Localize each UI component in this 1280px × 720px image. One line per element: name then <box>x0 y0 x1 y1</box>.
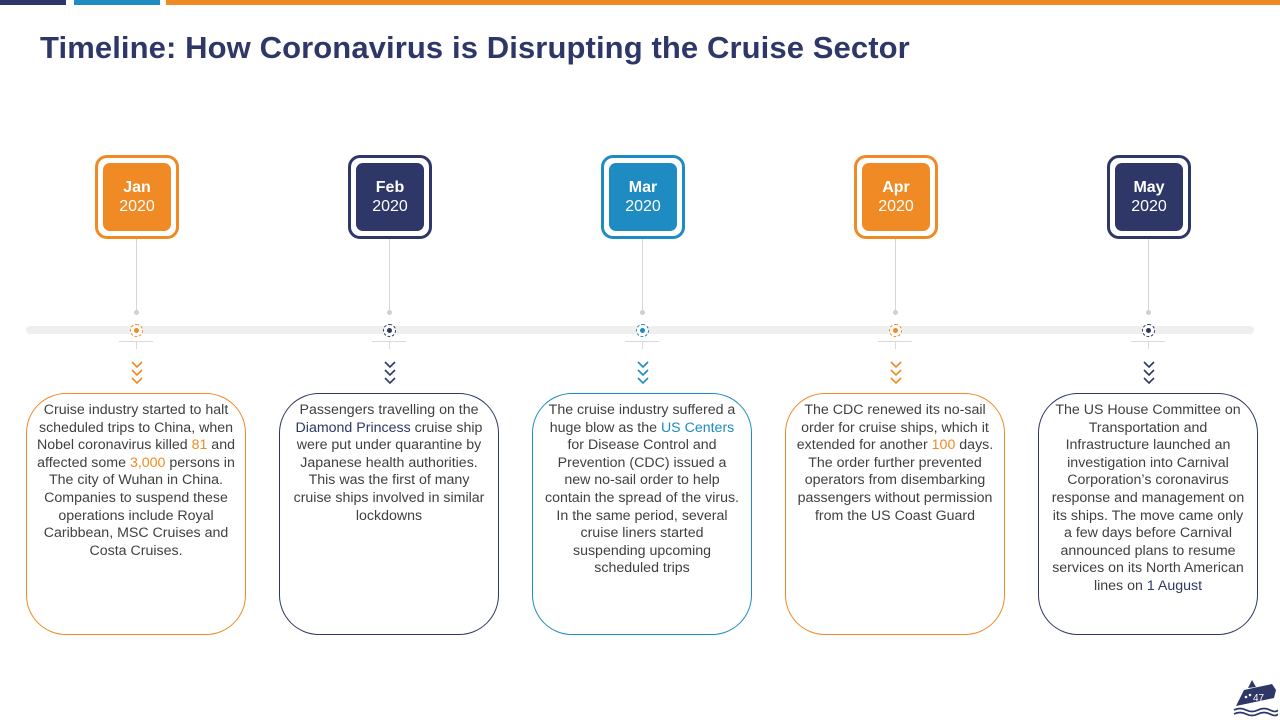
date-year: 2020 <box>119 198 155 215</box>
connector-line <box>895 239 896 311</box>
date-month: Mar <box>628 179 658 196</box>
event-card: The US House Committee on Transportation… <box>1038 393 1258 635</box>
page-number: 47 <box>1253 693 1265 704</box>
date-month: Feb <box>375 179 405 196</box>
chevron-down-icon <box>131 361 143 385</box>
date-badge: Feb 2020 <box>348 155 432 239</box>
highlight-date: 1 August <box>1146 577 1203 594</box>
date-month: Apr <box>882 179 910 196</box>
connector-dot <box>893 310 898 315</box>
date-month: May <box>1133 179 1165 196</box>
date-year: 2020 <box>625 198 661 215</box>
event-card: Cruise industry started to halt schedule… <box>26 393 246 635</box>
connector-line <box>642 239 643 311</box>
date-year: 2020 <box>878 198 914 215</box>
timeline-node <box>383 324 396 337</box>
highlight-number: 3,000 <box>129 454 166 471</box>
cruise-ship-icon <box>1233 680 1278 717</box>
date-year: 2020 <box>372 198 408 215</box>
timeline-item-mar: Mar 2020 The cruise industry suffered a … <box>532 0 752 720</box>
connector-dot <box>640 310 645 315</box>
date-badge: Mar 2020 <box>601 155 685 239</box>
timeline-item-jan: Jan 2020 Cruise industry started to halt… <box>26 0 246 720</box>
highlight-name: US Centers <box>660 419 735 436</box>
timeline-node <box>1142 324 1155 337</box>
top-accent-bar-navy <box>0 0 66 5</box>
date-badge: May 2020 <box>1107 155 1191 239</box>
page-title: Timeline: How Coronavirus is Disrupting … <box>40 30 910 65</box>
highlight-number: 81 <box>191 437 208 454</box>
timeline-node <box>130 324 143 337</box>
chevron-down-icon <box>890 361 902 385</box>
connector-line <box>389 239 390 311</box>
chevron-down-icon <box>384 361 396 385</box>
highlight-number: 100 <box>931 437 956 454</box>
timeline-node <box>636 324 649 337</box>
date-badge: Jan 2020 <box>95 155 179 239</box>
date-month: Jan <box>123 179 151 196</box>
chevron-down-icon <box>1143 361 1155 385</box>
event-card: The cruise industry suffered a huge blow… <box>532 393 752 635</box>
event-card: The CDC renewed its no-sail order for cr… <box>785 393 1005 635</box>
top-accent-bar-blue <box>74 0 160 5</box>
date-year: 2020 <box>1131 198 1167 215</box>
timeline-item-apr: Apr 2020 The CDC renewed its no-sail ord… <box>785 0 1005 720</box>
connector-line <box>1148 239 1149 311</box>
date-badge: Apr 2020 <box>854 155 938 239</box>
timeline-item-may: May 2020 The US House Committee on Trans… <box>1038 0 1258 720</box>
connector-line <box>136 239 137 311</box>
event-card: Passengers travelling on the Diamond Pri… <box>279 393 499 635</box>
connector-dot <box>134 310 139 315</box>
connector-dot <box>387 310 392 315</box>
highlight-name: Diamond Princess <box>295 419 411 436</box>
top-accent-bar-orange <box>166 0 1280 5</box>
timeline-node <box>889 324 902 337</box>
connector-dot <box>1146 310 1151 315</box>
timeline-item-feb: Feb 2020 Passengers travelling on the Di… <box>279 0 499 720</box>
chevron-down-icon <box>637 361 649 385</box>
